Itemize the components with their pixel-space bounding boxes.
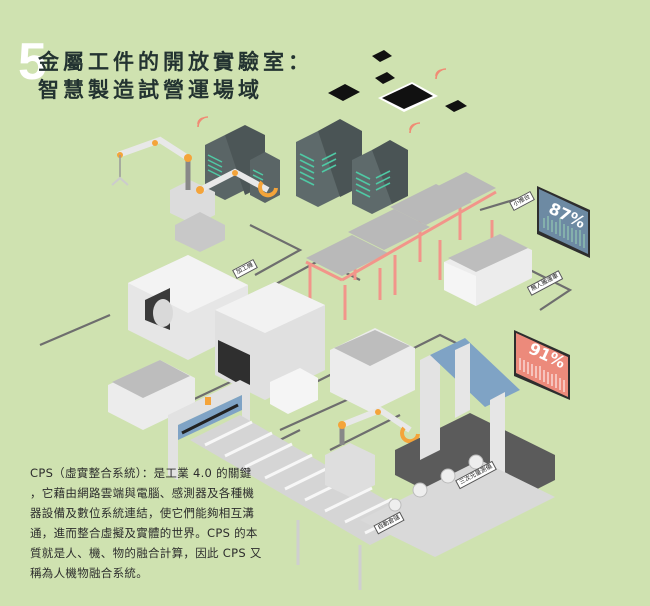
storage-conveyor [360,454,555,557]
phone-icon [445,100,467,112]
tablet-icon [382,84,433,109]
scanner-gate [168,380,250,480]
description-line: 器設備及數位系統連結，使它們能夠相互溝 [30,506,255,520]
phone-icon [375,72,395,84]
description-line: CPS（虛實整合系統）：是工業 4.0 的關鍵 [30,466,252,480]
wifi-icon [197,68,447,134]
robot-arm-top [111,136,278,252]
server-rack-center [296,119,408,214]
blue-display [537,186,590,258]
conveyor-belt [190,415,420,590]
page-title: 金屬工件的開放實驗室： 智慧製造試營運場域 [38,48,313,104]
roller-conveyors [305,172,497,320]
cnc-machine-left [128,255,248,360]
description-line: 通，進而整合虛擬及實體的世界。CPS 的本 [30,526,258,540]
title-line-2: 智慧製造試營運場域 [38,78,263,102]
server-rack-left [205,125,280,203]
agv-right [444,234,532,306]
agv-center [330,328,415,412]
robot-arm-bottom [325,406,420,497]
description-line: 稱為人機物融合系統。 [30,566,148,580]
phone-icon [372,50,392,62]
mobile-devices [328,50,467,112]
description-line: 質就是人、機、物的融合計算，因此 CPS 又 [30,546,262,560]
title-line-1: 金屬工件的開放實驗室： [38,50,313,74]
cps-description: CPS（虛實整合系統）：是工業 4.0 的關鍵 ，它藉由網路雲端與電腦、感測器及… [30,463,270,583]
tablet-icon [328,84,360,101]
section-number: 5 [18,33,47,91]
description-line: ，它藉由網路雲端與電腦、感測器及各種機 [30,486,255,500]
red-display [514,330,570,400]
cnc-machine-center [215,282,325,414]
